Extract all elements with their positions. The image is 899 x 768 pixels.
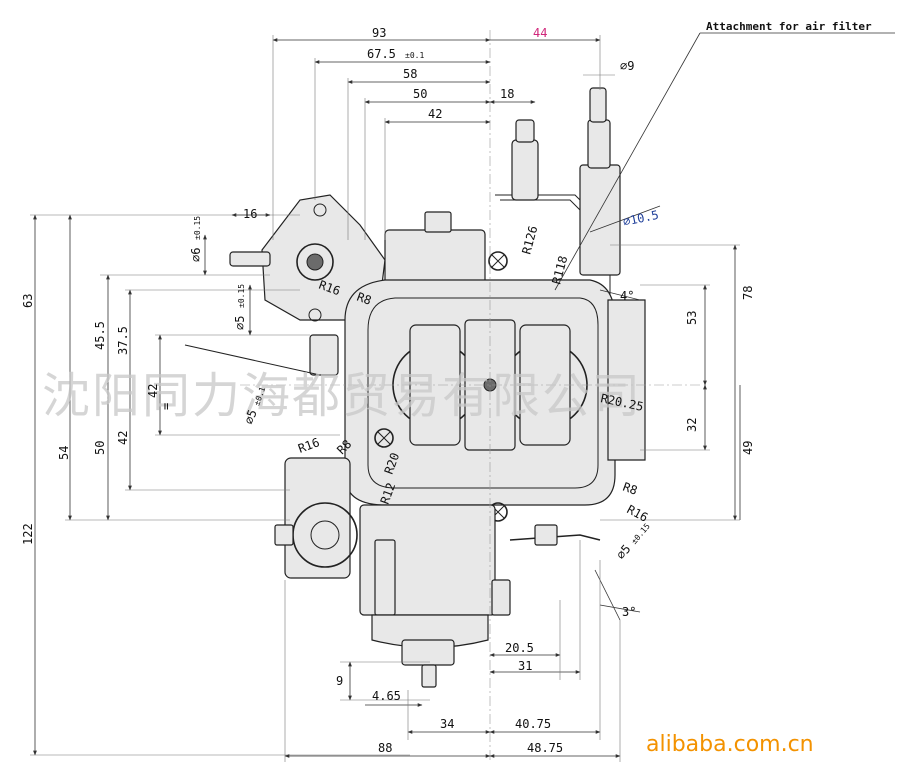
dim-88: 88 bbox=[378, 741, 392, 755]
choke-actuator bbox=[284, 457, 351, 579]
diameter-icon: ⌀ bbox=[622, 214, 632, 229]
radius-r126: R126 bbox=[519, 224, 540, 256]
radius-r16-right: R16 bbox=[625, 502, 651, 525]
dim-31: 31 bbox=[518, 659, 532, 673]
dim-63: 63 bbox=[21, 294, 35, 308]
radius-r16-left: R16 bbox=[296, 435, 321, 456]
diameter-icon: ⌀ bbox=[189, 255, 203, 262]
angle-4-deg: 4° bbox=[620, 289, 634, 303]
dim-34: 34 bbox=[440, 717, 454, 731]
dim-93: 93 bbox=[372, 26, 386, 40]
dim-dia-10-5: ⌀10.5 bbox=[622, 208, 660, 229]
radius-r8-upper: R8 bbox=[355, 290, 373, 308]
angle-3-deg: 3° bbox=[622, 605, 636, 619]
dim-dia-6: ⌀6 bbox=[189, 248, 203, 262]
dim-58: 58 bbox=[403, 67, 417, 81]
dim-44: 44 bbox=[533, 26, 547, 40]
inlet-nozzle-left bbox=[511, 139, 539, 201]
diameter-icon: ⌀ bbox=[620, 59, 627, 73]
dim-78: 78 bbox=[741, 286, 755, 300]
bottom-dimensions: 20.5 31 9 4.65 34 40.75 88 48.75 bbox=[336, 641, 563, 755]
radius-r16-upper: R16 bbox=[317, 278, 342, 299]
dim-53: 53 bbox=[685, 311, 699, 325]
diameter-icon: ⌀ bbox=[242, 414, 258, 426]
dim-42-inner: 42 bbox=[146, 384, 160, 398]
radius-r8-right: R8 bbox=[621, 480, 639, 498]
dim-122: 122 bbox=[21, 523, 35, 545]
dim-20-5: 20.5 bbox=[505, 641, 534, 655]
dim-67-5-tolerance: ±0.1 bbox=[405, 51, 424, 60]
dim-48-75: 48.75 bbox=[527, 741, 563, 755]
dim-dia-6-tolerance: ±0.15 bbox=[193, 216, 202, 240]
radius-r12: R12 bbox=[378, 481, 399, 506]
dim-9-bottom: 9 bbox=[336, 674, 343, 688]
dim-equal: = bbox=[159, 403, 173, 410]
dim-dia-5-right: ⌀5 bbox=[614, 542, 634, 562]
dim-54: 54 bbox=[57, 446, 71, 460]
dim-67-5: 67.5 bbox=[367, 47, 396, 61]
dim-dia-5: ⌀5 bbox=[233, 316, 247, 330]
dim-18: 18 bbox=[500, 87, 514, 101]
carburetor-body bbox=[184, 30, 700, 760]
dim-32: 32 bbox=[685, 418, 699, 432]
site-watermark: alibaba.com.cn bbox=[646, 732, 814, 757]
dim-45-5: 45.5 bbox=[93, 321, 107, 350]
dim-49: 49 bbox=[741, 441, 755, 455]
dim-4-65: 4.65 bbox=[372, 689, 401, 703]
dim-50-left: 50 bbox=[93, 441, 107, 455]
dim-16: 16 bbox=[243, 207, 257, 221]
dim-dia-5-right-tolerance: ±0.15 bbox=[629, 522, 651, 546]
air-filter-callout: Attachment for air filter bbox=[706, 20, 872, 33]
inlet-pipe-right bbox=[579, 164, 621, 276]
dim-50: 50 bbox=[413, 87, 427, 101]
dim-37-5: 37.5 bbox=[116, 326, 130, 355]
fuel-outlet-nozzle bbox=[421, 664, 437, 688]
dim-dia-5-tolerance: ±0.15 bbox=[237, 284, 246, 308]
top-dimensions: 93 44 67.5 ±0.1 58 50 18 42 ⌀9 bbox=[367, 26, 634, 121]
dim-42-left: 42 bbox=[116, 431, 130, 445]
dim-dia-5-lower: ⌀5 bbox=[242, 408, 260, 426]
diameter-icon: ⌀ bbox=[233, 323, 247, 330]
dim-40-75: 40.75 bbox=[515, 717, 551, 731]
dim-dia-9: ⌀9 bbox=[620, 59, 634, 73]
watermark-text: 沈阳同力海都贸易有限公司 bbox=[42, 368, 642, 424]
left-dimensions: 16 ⌀6 ±0.15 ⌀5 ±0.15 63 45.5 37.5 42 = 5… bbox=[21, 207, 267, 545]
dim-42-top: 42 bbox=[428, 107, 442, 121]
dimension-lines bbox=[30, 32, 895, 762]
radius-r20: R20 bbox=[382, 451, 403, 476]
